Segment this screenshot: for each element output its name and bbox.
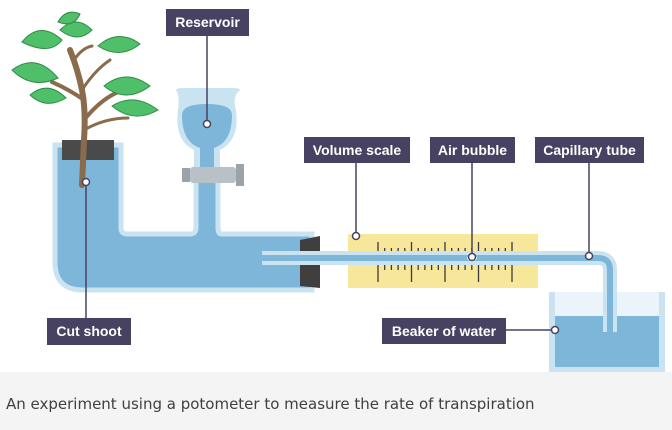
- label-air-bubble: Air bubble: [430, 137, 515, 163]
- svg-text:Capillary tube: Capillary tube: [543, 142, 636, 158]
- potometer-body: [52, 140, 320, 293]
- stopper: [62, 140, 114, 160]
- label-volume-scale: Volume scale: [304, 137, 410, 163]
- label-cut-shoot: Cut shoot: [47, 318, 131, 345]
- tap: [190, 167, 236, 183]
- caption: An experiment using a potometer to measu…: [6, 395, 535, 413]
- potometer-diagram: Reservoir Volume scale Air bubble Capill…: [11, 9, 665, 372]
- label-capillary-tube: Capillary tube: [535, 137, 644, 163]
- label-reservoir: Reservoir: [166, 9, 249, 36]
- svg-text:Cut shoot: Cut shoot: [56, 323, 122, 339]
- caption-bar: An experiment using a potometer to measu…: [0, 372, 672, 430]
- svg-text:Air bubble: Air bubble: [438, 142, 507, 158]
- label-beaker-of-water: Beaker of water: [382, 318, 506, 344]
- cut-shoot: [11, 11, 159, 188]
- svg-text:Reservoir: Reservoir: [175, 14, 240, 30]
- reservoir: [176, 88, 244, 186]
- svg-text:Beaker of water: Beaker of water: [392, 323, 497, 339]
- svg-text:Volume scale: Volume scale: [313, 142, 402, 158]
